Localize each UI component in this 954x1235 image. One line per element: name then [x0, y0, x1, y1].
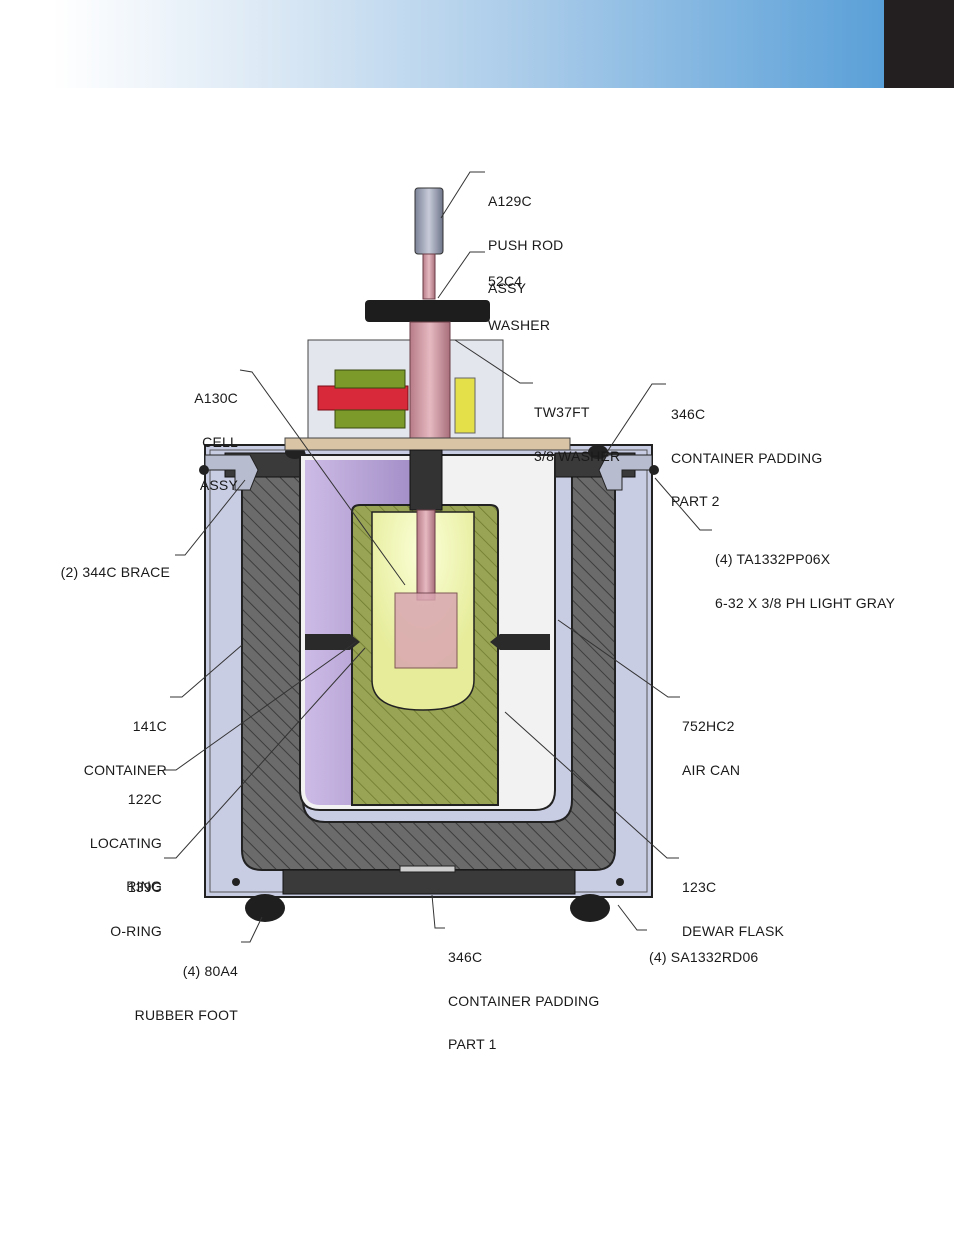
callout-text: 3/8 WASHER — [534, 447, 621, 464]
base — [232, 865, 624, 922]
callout-text: WASHER — [488, 316, 551, 333]
callout-push-rod: A129C PUSH ROD ASSY — [488, 165, 564, 310]
callout-locating-ring: 122C LOCATING RING — [70, 763, 162, 908]
callout-cell: A130C CELL ASSY — [178, 362, 238, 507]
callout-text: ASSY — [488, 280, 527, 296]
push-rod — [394, 187, 458, 669]
callout-brace: (2) 344C BRACE — [40, 536, 170, 594]
callout-text: 141C — [132, 718, 167, 734]
callout-text: AIR CAN — [682, 761, 741, 778]
callout-container: 141C CONTAINER — [70, 690, 167, 792]
callout-o-ring: 139C O-RING — [70, 851, 162, 953]
callout-tw-washer: TW37FT 3/8 WASHER — [534, 376, 620, 478]
callout-text: A130C — [194, 390, 238, 406]
callout-text: RUBBER FOOT — [134, 1006, 238, 1023]
callout-rubber-foot: (4) 80A4 RUBBER FOOT — [120, 935, 238, 1037]
callout-text: TW37FT — [534, 404, 590, 420]
callout-text: 752HC2 — [682, 718, 735, 734]
callout-text: 52C4 — [488, 273, 523, 289]
cell-head — [284, 300, 571, 451]
callout-text: 122C — [127, 791, 162, 807]
callout-text: PART 1 — [448, 1036, 497, 1052]
callout-padding-1: 346C CONTAINER PADDING PART 1 — [448, 921, 599, 1066]
callout-text: CELL — [202, 433, 238, 450]
callout-text: LOCATING — [89, 834, 162, 851]
callout-padding-2: 346C CONTAINER PADDING PART 2 — [671, 378, 822, 523]
callout-text: DEWAR FLASK — [682, 922, 785, 939]
callout-text: (4) 80A4 — [182, 963, 238, 979]
callout-text: PART 2 — [671, 493, 720, 509]
callout-text: RING — [126, 878, 162, 894]
callout-text: 139C — [127, 879, 162, 895]
callout-text: 123C — [682, 879, 717, 895]
header-dark-block — [884, 0, 954, 88]
callout-text: (4) TA1332PP06X — [715, 551, 831, 567]
callout-rivet: (4) SA1332RD06 — [649, 921, 758, 979]
callout-text: 346C — [448, 949, 483, 965]
callout-text: (4) SA1332RD06 — [649, 949, 759, 965]
callout-text: 346C — [671, 406, 706, 422]
callout-text: (2) 344C BRACE — [60, 564, 170, 580]
callout-text: CONTAINER PADDING — [671, 449, 823, 466]
callout-text: ASSY — [199, 477, 238, 493]
callout-text: 6-32 X 3/8 PH LIGHT GRAY — [715, 594, 896, 611]
callout-air-can: 752HC2 AIR CAN — [682, 690, 740, 792]
callout-screw: (4) TA1332PP06X 6-32 X 3/8 PH LIGHT GRAY — [715, 523, 895, 625]
o-rings — [305, 634, 550, 650]
callout-text: PUSH ROD — [488, 236, 564, 253]
callout-text: O-RING — [110, 922, 162, 939]
callout-text: A129C — [488, 193, 532, 209]
callout-text: CONTAINER — [83, 761, 167, 778]
callout-text: CONTAINER PADDING — [448, 992, 600, 1009]
header-gradient-band — [0, 0, 884, 88]
callout-dewar: 123C DEWAR FLASK — [682, 851, 784, 953]
leader-lines — [164, 171, 712, 943]
callout-washer: 52C4 WASHER — [488, 245, 550, 347]
